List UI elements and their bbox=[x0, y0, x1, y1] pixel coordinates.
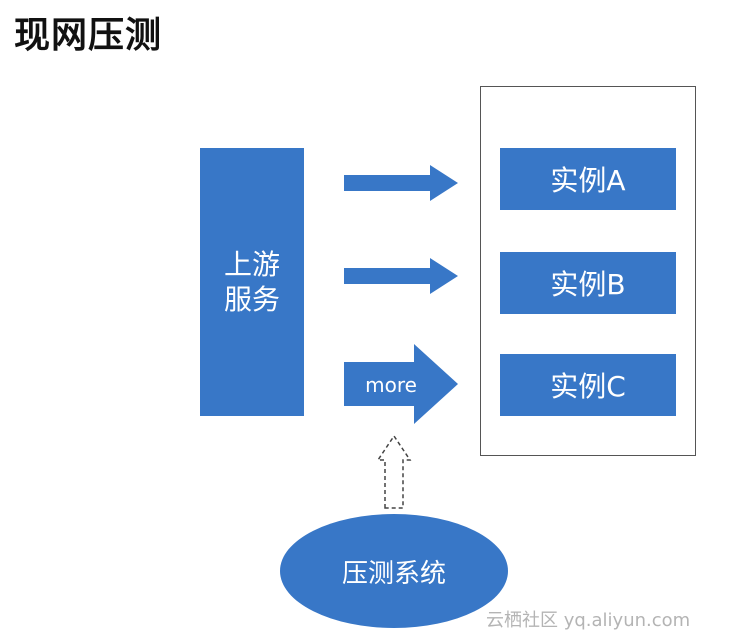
instance-c-label: 实例C bbox=[550, 370, 626, 403]
instance-b-label: 实例B bbox=[550, 268, 626, 301]
page-title: 现网压测 bbox=[14, 15, 163, 56]
arrow-to-instance-a bbox=[344, 165, 458, 201]
arrow-to-instance-b bbox=[344, 258, 458, 294]
instances-container bbox=[480, 86, 696, 456]
upstream-service-box: 上游 服务 bbox=[200, 148, 304, 416]
instance-c-box: 实例C bbox=[500, 354, 676, 416]
load-test-system-label: 压测系统 bbox=[341, 558, 446, 589]
upstream-label-line1: 上游 bbox=[223, 248, 280, 281]
instance-a-label: 实例A bbox=[550, 164, 626, 197]
upstream-label-line2: 服务 bbox=[223, 283, 280, 316]
arrow-more-to-instance-c bbox=[344, 344, 458, 424]
dashed-up-arrow bbox=[376, 434, 412, 509]
instance-b-box: 实例B bbox=[500, 252, 676, 314]
load-test-system-ellipse: 压测系统 bbox=[280, 514, 508, 628]
watermark: 云栖社区 yq.aliyun.com bbox=[486, 610, 691, 631]
more-arrow-label: more bbox=[365, 373, 417, 397]
instance-a-box: 实例A bbox=[500, 148, 676, 210]
